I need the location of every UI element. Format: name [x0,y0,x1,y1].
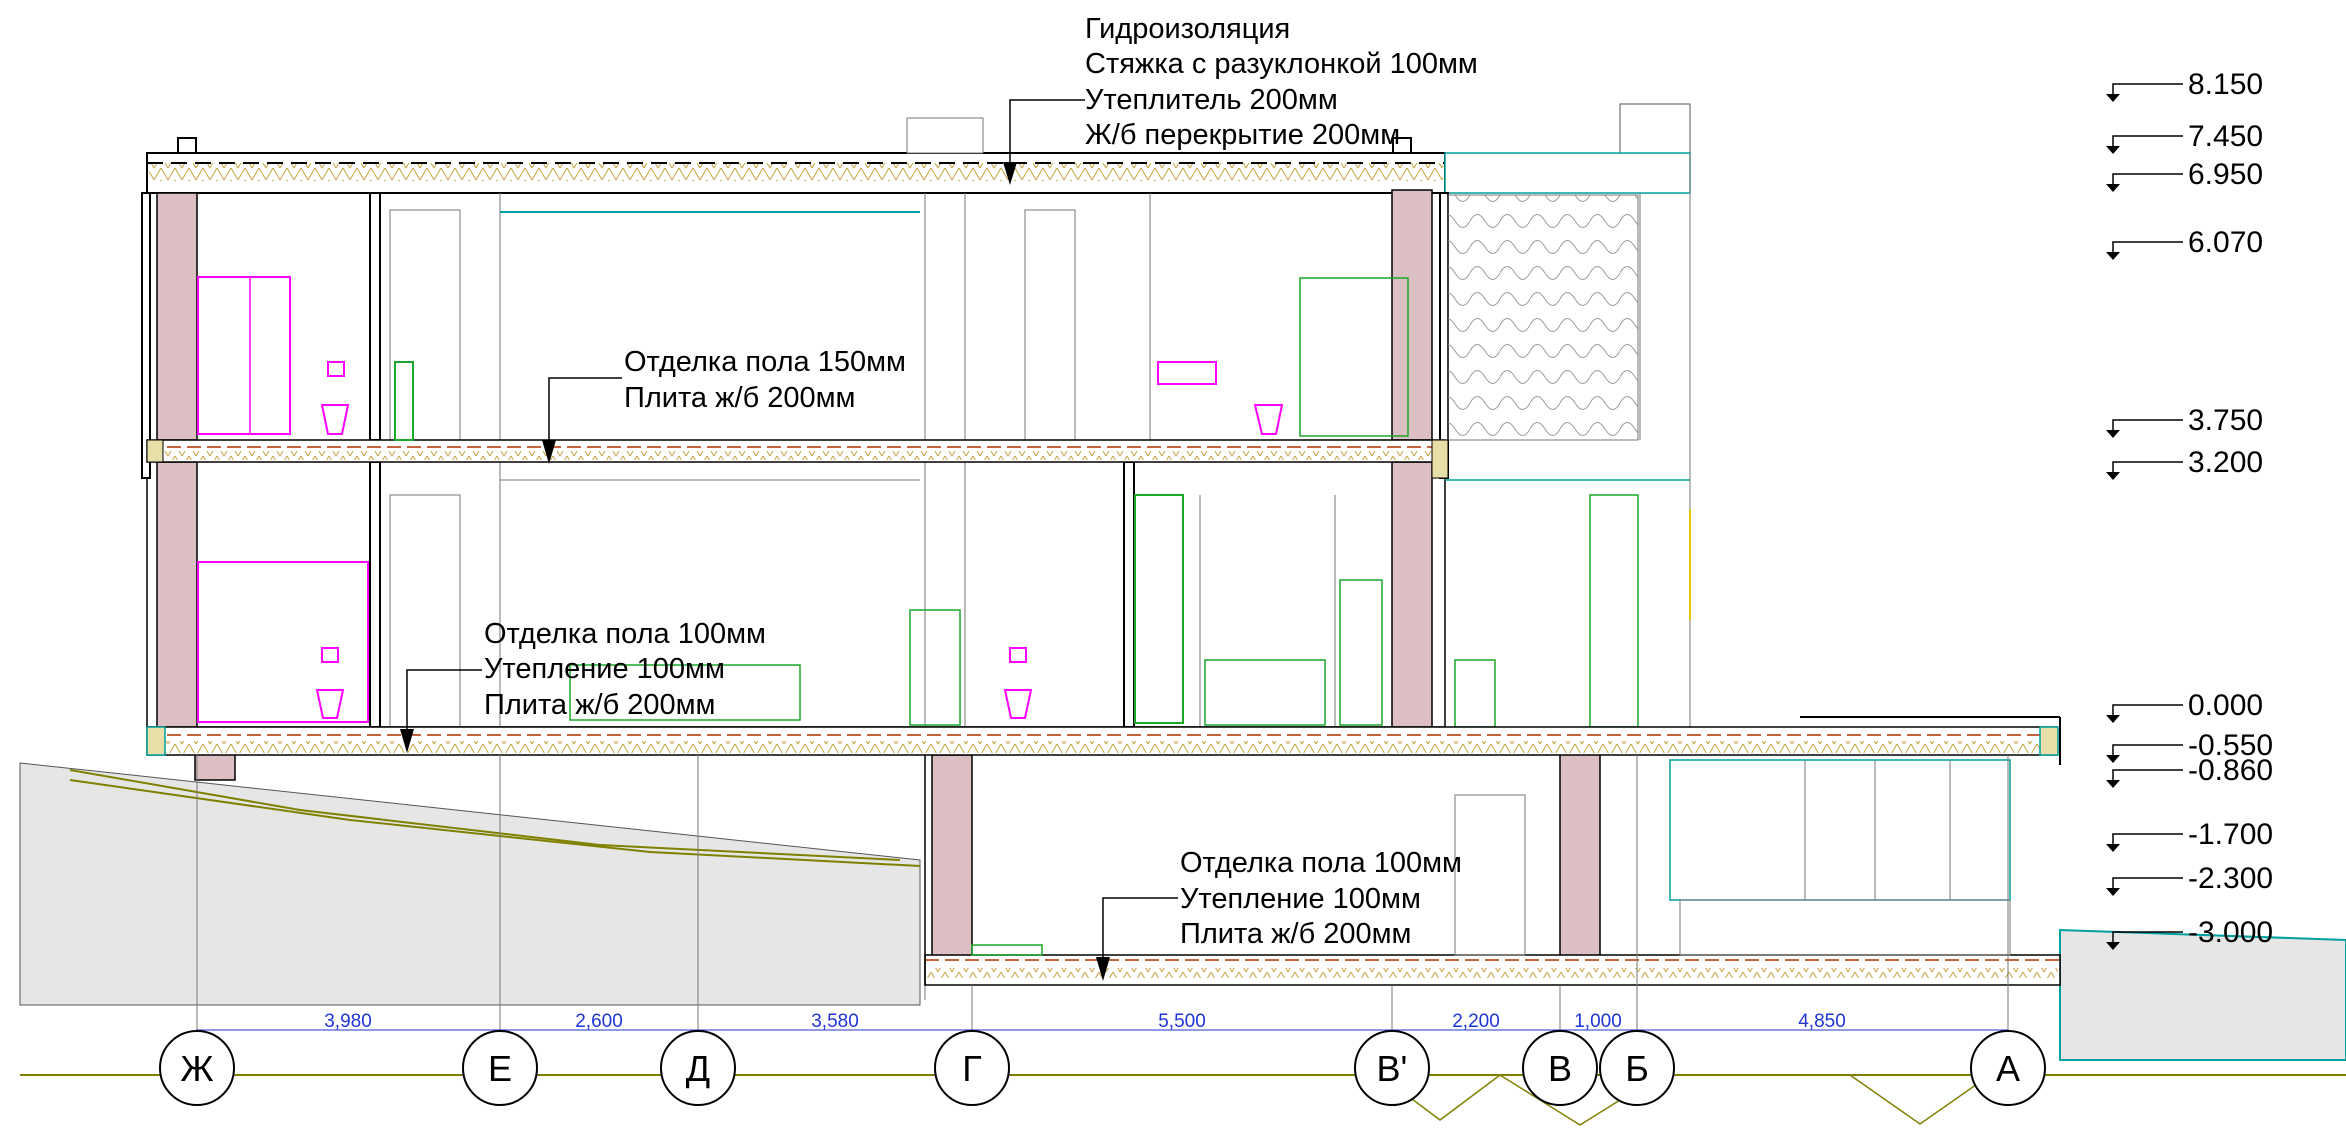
axis-marker: А [1970,1030,2046,1106]
axis-label: А [1996,1048,2020,1089]
level-mark: -1.700 [2106,818,2273,852]
level-mark: 6.950 [2106,158,2263,192]
roof-note: Гидроизоляция Стяжка с разуклонкой 100мм… [1085,13,1478,151]
leaders [400,99,1178,981]
axis-marker: Ж [159,1030,235,1106]
note-line: Утеплитель 200мм [1085,84,1338,116]
dimension-label: 2,200 [1452,1011,1500,1032]
level-label: -0.550 [2188,729,2273,762]
dimension-label: 3,580 [811,1011,859,1032]
note-line: Отделка пола 150мм [624,346,906,378]
level-label: 0.000 [2188,689,2263,722]
dimension-line: 3,980 2,600 3,580 5,500 2,200 1,000 4,85… [196,1011,2009,1038]
level-mark: 3.750 [2106,404,2263,438]
level-mark: 7.450 [2106,120,2263,154]
level-label: -3.000 [2188,916,2273,949]
level-mark: -0.860 [2106,754,2273,788]
level-marks: 8.150 7.450 6.950 6.070 3.750 3.200 0.00… [2106,68,2273,950]
level-mark: 8.150 [2106,68,2263,102]
axis-label: Д [686,1048,710,1089]
note-line: Стяжка с разуклонкой 100мм [1085,48,1478,80]
level-mark: -0.550 [2106,729,2273,763]
level-label: 8.150 [2188,68,2263,101]
level-mark: -3.000 [2106,916,2273,950]
note-line: Плита ж/б 200мм [484,689,716,721]
axis-marker: Б [1599,1030,1675,1106]
dimension-label: 4,850 [1798,1011,1846,1032]
level-label: 6.950 [2188,158,2263,191]
level-label: 6.070 [2188,226,2263,259]
grid-axes: Ж Е Д Г В' В Б А [159,755,2046,1106]
axis-marker: Д [660,1030,736,1106]
fixtures [197,276,1409,956]
roof [146,103,1691,194]
level-mark: 0.000 [2106,689,2263,723]
level-label: 3.750 [2188,404,2263,437]
dimension-label: 3,980 [324,1011,372,1032]
ground [19,762,2346,1126]
level-label: 7.450 [2188,120,2263,153]
dimension-label: 2,600 [575,1011,623,1032]
note-line: Плита ж/б 200мм [624,382,856,414]
note-line: Утепление 100мм [1180,883,1421,915]
basement-note: Отделка пола 100мм Утепление 100мм Плита… [1180,847,1462,950]
first-floor-note: Отделка пола 100мм Утепление 100мм Плита… [484,618,766,721]
axis-marker: В' [1354,1030,1430,1106]
note-line: Плита ж/б 200мм [1180,918,1412,950]
level-label: -1.700 [2188,818,2273,851]
note-line: Гидроизоляция [1085,13,1290,45]
level-label: 3.200 [2188,446,2263,479]
axis-label: В' [1377,1048,1408,1089]
note-line: Отделка пола 100мм [1180,847,1462,879]
second-floor-note: Отделка пола 150мм Плита ж/б 200мм [624,346,906,414]
axis-marker: В [1522,1030,1598,1106]
axis-label: Г [962,1048,982,1089]
basement [924,755,2011,985]
dimension-label: 1,000 [1574,1011,1622,1032]
axis-label: В [1548,1048,1572,1089]
floor-slabs [146,439,2061,986]
axis-label: Ж [180,1048,213,1089]
axis-label: Б [1625,1048,1649,1089]
level-mark: -2.300 [2106,862,2273,896]
note-line: Отделка пола 100мм [484,618,766,650]
dimension-label: 5,500 [1158,1011,1206,1032]
axis-marker: Г [934,1030,1010,1106]
level-label: -2.300 [2188,862,2273,895]
axis-label: Е [488,1048,512,1089]
level-mark: 3.200 [2106,446,2263,480]
note-line: Утепление 100мм [484,653,725,685]
axis-marker: Е [462,1030,538,1106]
note-line: Ж/б перекрытие 200мм [1085,119,1400,151]
level-mark: 6.070 [2106,226,2263,260]
level-label: -0.860 [2188,754,2273,787]
